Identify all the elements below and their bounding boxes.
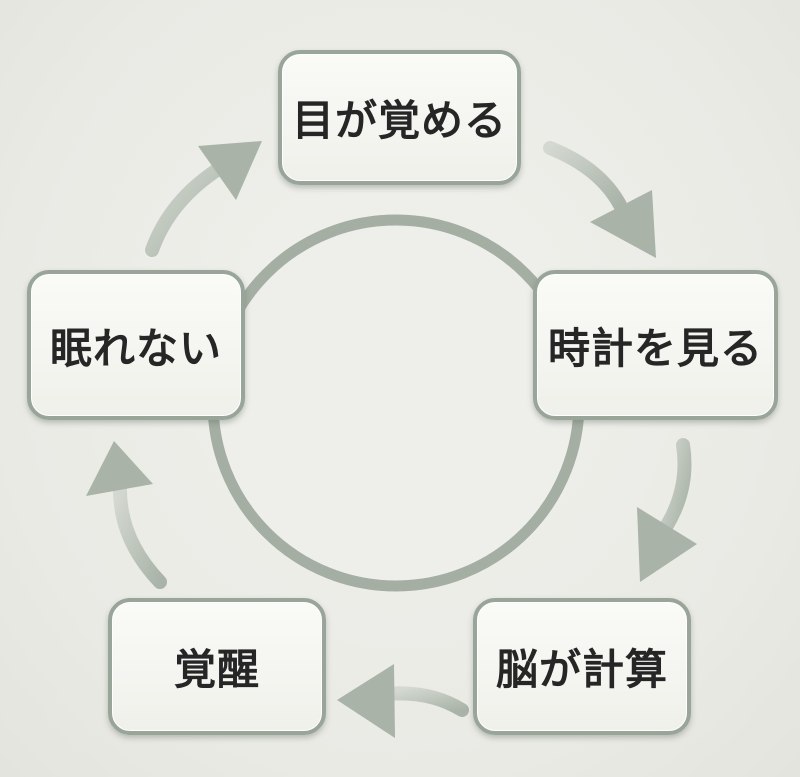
arrow-clock-to-brain	[637, 438, 697, 582]
node-arousal: 覚醒	[108, 598, 326, 735]
arrow-wake-to-clock	[543, 141, 656, 258]
node-cannot-sleep: 眠れない	[27, 270, 245, 420]
node-wake-up-label: 目が覚める	[291, 96, 507, 145]
node-look-at-clock: 時計を見る	[533, 270, 778, 420]
node-arousal-label: 覚醒	[173, 645, 260, 694]
center-ring	[207, 214, 585, 592]
node-wake-up: 目が覚める	[278, 50, 521, 185]
node-look-at-clock-label: 時計を見る	[547, 323, 763, 373]
node-brain-calculates-label: 脳が計算	[495, 645, 668, 694]
node-cannot-sleep-label: 眠れない	[49, 323, 222, 373]
arrow-brain-to-arousal	[337, 664, 469, 738]
arrow-arousal-to-sleep	[86, 441, 167, 589]
node-brain-calculates: 脳が計算	[473, 598, 691, 735]
arrow-sleep-to-wake	[145, 141, 262, 257]
